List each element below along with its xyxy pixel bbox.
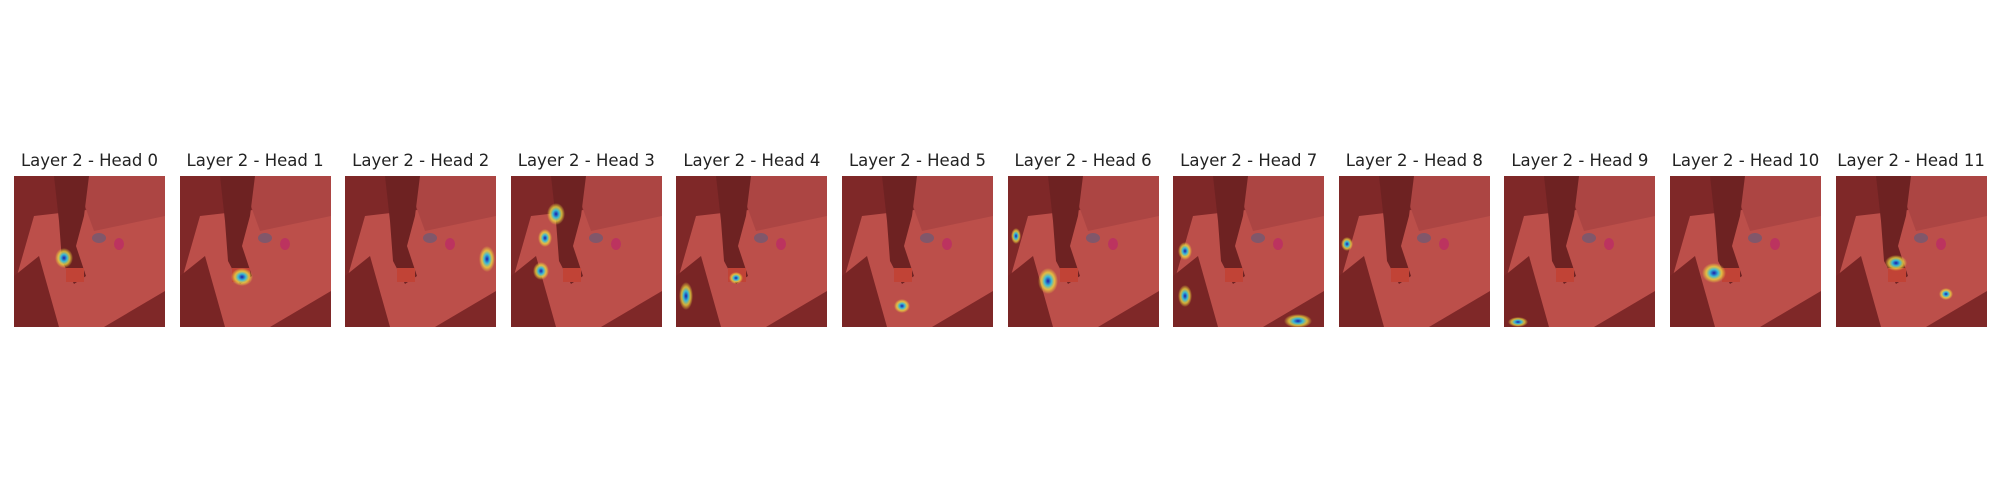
attention-overlay-image: [1835, 176, 1987, 327]
attention-overlay-image: [510, 176, 662, 327]
attention-hotspot: [1178, 242, 1193, 260]
panel-title: Layer 2 - Head 5: [848, 151, 987, 170]
attention-hotspot: [55, 248, 73, 268]
attention-overlay-image: [1338, 176, 1490, 327]
panel-title: Layer 2 - Head 3: [517, 151, 655, 170]
attention-overlay-image: [842, 176, 993, 327]
attention-hotspot: [1508, 317, 1529, 327]
panel-title: Layer 2 - Head 1: [186, 151, 324, 170]
scene-image: [1835, 176, 1987, 327]
attention-hotspot: [1340, 237, 1353, 251]
attention-overlay-image: [1670, 176, 1821, 327]
scene-image: [676, 176, 828, 327]
panel-title: Layer 2 - Head 7: [1180, 151, 1318, 170]
panel-title: Layer 2 - Head 10: [1671, 151, 1820, 170]
attention-hotspot: [1884, 255, 1907, 271]
attention-overlay-image: [676, 176, 828, 327]
attention-hotspot: [1938, 288, 1953, 300]
scene-image: [1007, 176, 1159, 327]
scene-image: [1504, 176, 1656, 327]
attention-overlay-image: [14, 176, 165, 327]
attention-hotspot: [1702, 263, 1726, 283]
scene-image: [842, 176, 993, 327]
attention-hotspot: [479, 246, 496, 272]
panel-title: Layer 2 - Head 8: [1345, 151, 1483, 170]
attention-hotspot: [532, 262, 549, 280]
scene-image: [1173, 176, 1325, 327]
attention-overlay-image: [1173, 176, 1325, 327]
attention-hotspot: [537, 229, 552, 247]
attention-hotspot: [679, 282, 694, 310]
panel-title: Layer 2 - Head 0: [20, 151, 159, 170]
panel-title: Layer 2 - Head 11: [1837, 151, 1985, 170]
scene-image: [1670, 176, 1821, 327]
scene-image: [510, 176, 662, 327]
attention-overlay-image: [1504, 176, 1656, 327]
attention-hotspot: [729, 272, 744, 284]
attention-overlay-image: [345, 176, 497, 327]
attention-hotspot: [894, 299, 910, 313]
attention-hotspot: [1284, 314, 1313, 327]
attention-hotspot: [1037, 268, 1058, 294]
scene-image: [179, 176, 331, 327]
panel-title: Layer 2 - Head 4: [683, 151, 821, 170]
attention-hotspot: [1178, 285, 1193, 307]
attention-hotspot: [230, 268, 253, 286]
attention-hotspot: [546, 203, 565, 225]
attention-hotspot: [1010, 228, 1021, 244]
scene-image: [14, 176, 165, 327]
panel-title: Layer 2 - Head 9: [1511, 151, 1649, 170]
panel-title: Layer 2 - Head 2: [352, 151, 490, 170]
attention-overlay-image: [1007, 176, 1159, 327]
scene-image: [345, 176, 497, 327]
scene-image: [1338, 176, 1490, 327]
attention-overlay-image: [179, 176, 331, 327]
panel-title: Layer 2 - Head 6: [1014, 151, 1152, 170]
